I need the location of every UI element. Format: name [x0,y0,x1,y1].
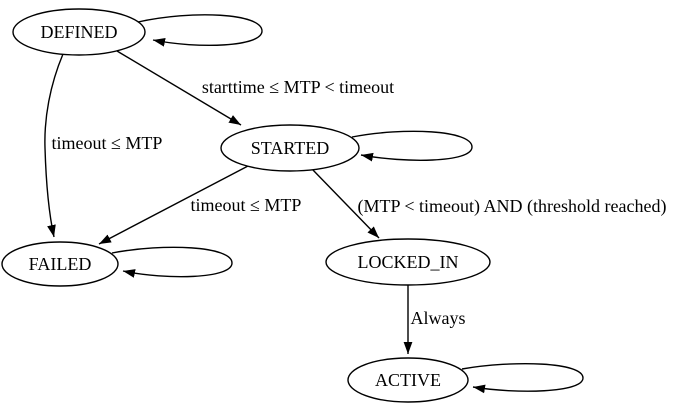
edge-started-to-failed [98,165,249,245]
edge-label-defined-to-started: starttime ≤ MTP < timeout [202,77,394,97]
edge-failed-self-loop [111,246,233,278]
edge-defined-self-loop [137,14,263,47]
node-locked-in: LOCKED_IN [325,238,491,286]
node-locked-in-shape [325,238,491,286]
node-active-label: ACTIVE [375,370,441,390]
node-defined: DEFINED [12,8,146,56]
node-active-shape [347,357,469,403]
node-locked-in-label: LOCKED_IN [358,252,459,272]
node-failed-shape [1,241,119,287]
edge-started-self-loop [351,130,473,162]
edge-label-locked-in-to-active: Always [411,308,466,328]
node-active: ACTIVE [347,357,469,403]
edge-active-self-loop [461,362,584,394]
node-started-label: STARTED [251,138,329,158]
edge-defined-to-started [116,50,242,126]
edge-started-to-locked-in [311,168,380,239]
node-defined-shape [12,8,146,56]
node-failed-label: FAILED [29,254,92,274]
node-started-shape [220,124,360,172]
edge-defined-to-failed [44,53,64,238]
edge-label-defined-to-failed: timeout ≤ MTP [52,133,163,153]
node-started: STARTED [220,124,360,172]
node-defined-label: DEFINED [41,22,118,42]
edge-label-started-to-failed: timeout ≤ MTP [191,195,302,215]
edge-label-started-to-locked-in: (MTP < timeout) AND (threshold reached) [358,196,667,217]
node-failed: FAILED [1,241,119,287]
